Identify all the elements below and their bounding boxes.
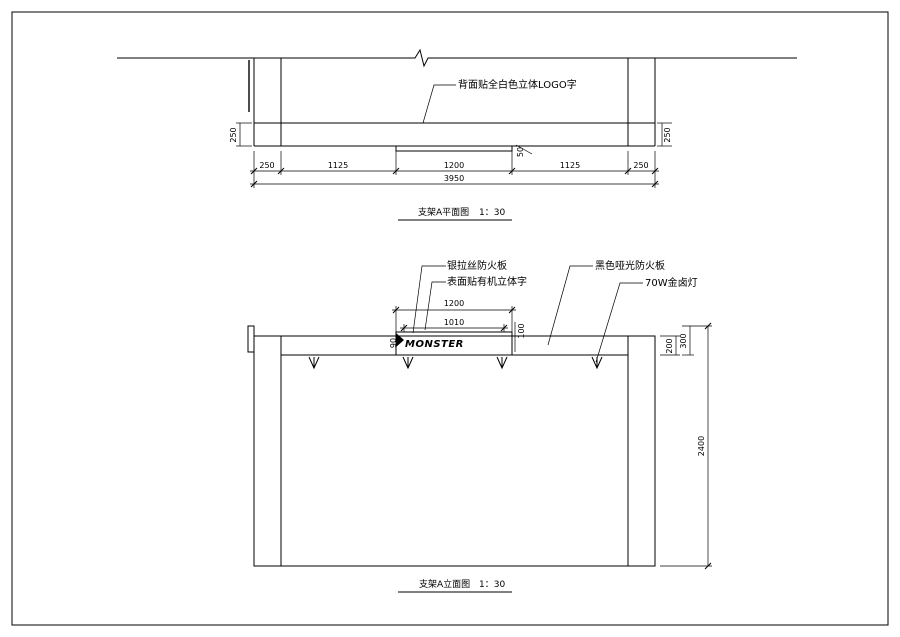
dim-band-300: 300 [679,333,688,348]
elevation-outline [253,335,656,567]
plan-dim-seg-4: 1125 [560,161,580,170]
elevation-wall-bracket [247,325,255,353]
plan-dim-left: 250 [229,127,238,142]
plan-scale: 1：30 [479,208,505,218]
plan-view: 背面贴全白色立体LOGO字 250 250 50 250 1125 [117,48,797,221]
leader-steel [412,265,446,334]
lamp-1 [308,356,320,370]
elevation-view: MONSTER 银拉丝防火板 表面贴有机立体字 黑色哑光防火板 70W金卤灯 1… [247,259,712,593]
plan-logo-label: 背面贴全白色立体LOGO字 [458,78,577,91]
label-lamp: 70W金卤灯 [645,276,698,289]
lamp-2 [402,356,414,370]
plan-dim-seg-2: 1125 [328,161,348,170]
elevation-logo-mark-icon [396,333,404,347]
label-acrylic: 表面贴有机立体字 [447,275,527,288]
dim-logo-width: 1200 [444,299,464,308]
lamp-3 [496,356,508,370]
label-black: 黑色哑光防火板 [595,259,665,272]
elevation-title: 支架A立面图 [419,578,470,590]
dim-letter-width: 1010 [444,318,464,327]
plan-logo-panel [395,145,513,152]
leader-lamp [595,282,643,363]
plan-dim-seg-5: 250 [633,161,648,170]
plan-logo-leader [422,84,456,124]
plan-dim-total: 3950 [444,174,464,183]
plan-title: 支架A平面图 [418,206,469,218]
dim-right-small: 100 [517,323,526,338]
plan-dim-seg-1: 250 [259,161,274,170]
wall-break-line [117,48,797,68]
plan-dim-seg-3: 1200 [444,161,464,170]
sheet-border [11,11,889,626]
dim-left-small: 90 [389,338,398,348]
leader-black [547,265,593,346]
elevation-scale: 1：30 [479,580,505,590]
elevation-logo-text: MONSTER [405,339,464,350]
leader-acrylic [424,281,446,331]
dim-band-200: 200 [665,338,674,353]
dim-height: 2400 [697,436,706,456]
label-steel: 银拉丝防火板 [447,259,507,272]
plan-dim-right: 250 [663,127,672,142]
plan-dim-small: 50 [516,147,525,157]
